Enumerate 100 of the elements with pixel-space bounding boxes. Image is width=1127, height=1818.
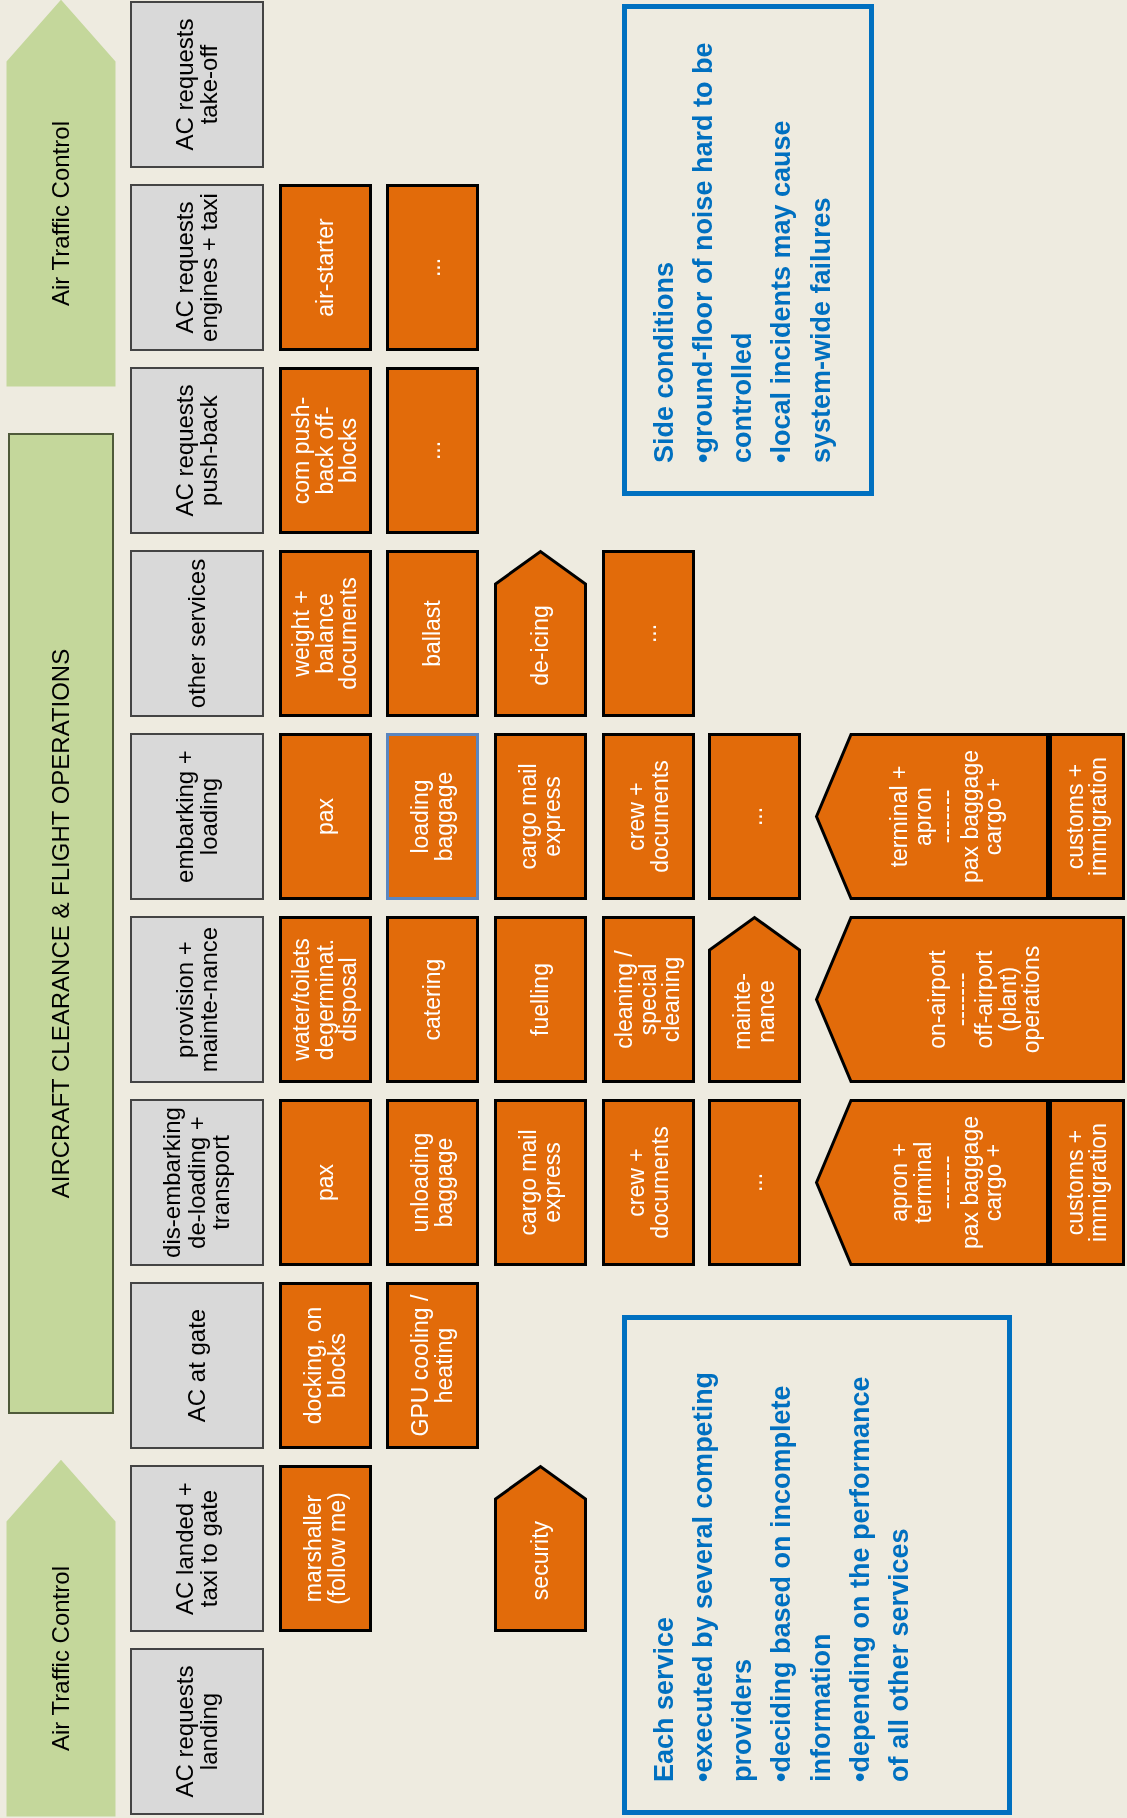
service-box xyxy=(279,916,372,1083)
node-label: marshaller (follow me) xyxy=(302,1491,349,1607)
node-label: crew + documents xyxy=(625,1125,672,1241)
phase-banner xyxy=(8,433,114,1414)
node-label: pax baggage cargo + xyxy=(958,749,1006,885)
service-box xyxy=(386,367,479,534)
node-label: loading baggage xyxy=(409,770,456,864)
service-box xyxy=(708,1099,801,1266)
node-label: security xyxy=(528,1519,553,1603)
node-label: ------- xyxy=(935,789,959,844)
service-box xyxy=(1049,733,1125,900)
service-box xyxy=(386,733,479,900)
phase-header-box xyxy=(130,1465,264,1632)
node-label: pax xyxy=(313,796,338,838)
service-box xyxy=(386,550,479,717)
node-label: AC requests engines + taxi xyxy=(172,192,222,344)
node-label: apron + terminal xyxy=(888,1140,936,1226)
node-label: weight + balance documents xyxy=(290,576,361,692)
service-box xyxy=(279,1099,372,1266)
service-pentagon xyxy=(815,733,1049,900)
service-box xyxy=(386,184,479,351)
node-label: AC at gate xyxy=(184,1307,210,1425)
node-label: cleaning / special cleaning xyxy=(613,949,684,1051)
node-label: terminal + apron xyxy=(888,764,936,870)
service-box xyxy=(386,1282,479,1449)
service-pentagon xyxy=(815,1099,1049,1266)
service-box xyxy=(279,184,372,351)
node-label: mainte-nance xyxy=(731,972,778,1052)
service-box xyxy=(602,550,695,717)
phase-arrow xyxy=(8,1462,114,1815)
service-box xyxy=(494,916,587,1083)
node-label: com push-back off-blocks xyxy=(290,395,361,507)
node-label: other services xyxy=(184,557,210,711)
phase-header-box xyxy=(130,1648,264,1815)
service-pentagon xyxy=(815,916,1125,1083)
node-label: crew + documents xyxy=(625,759,672,875)
phase-header-box xyxy=(130,916,264,1083)
service-box xyxy=(279,1282,372,1449)
node-label: AC landed + taxi to gate xyxy=(172,1481,222,1617)
node-label: customs + immigration xyxy=(1063,1122,1111,1244)
node-label: AC requests landing xyxy=(172,1664,222,1800)
phase-header-box xyxy=(130,733,264,900)
service-box xyxy=(279,550,372,717)
node-label: air-starter xyxy=(313,217,338,319)
node-label: ballast xyxy=(420,599,445,669)
service-box xyxy=(386,1099,479,1266)
note-bullet: •deciding based on incomplete information xyxy=(765,1384,837,1784)
node-label: off-airport (plant) operations xyxy=(973,944,1044,1056)
node-label: AIRCRAFT CLEARANCE & FLIGHT OPERATIONS xyxy=(48,647,74,1201)
service-box xyxy=(602,1099,695,1266)
node-label: Air Traffic Control xyxy=(48,120,74,308)
node-label: ------- xyxy=(949,972,974,1027)
node-label: ... xyxy=(742,1171,767,1195)
node-label: fuelling xyxy=(528,962,553,1038)
node-label: AC requests take-off xyxy=(172,17,222,153)
service-box xyxy=(386,916,479,1083)
service-box xyxy=(494,733,587,900)
service-pentagon xyxy=(708,916,801,1083)
node-label: water/toilets degerminat. disposal xyxy=(290,937,361,1063)
note-heading: Each service xyxy=(648,1615,680,1784)
node-label: dis-embarking de-loading + transport xyxy=(160,1106,234,1260)
node-label: GPU cooling / heating xyxy=(409,1293,456,1439)
service-pentagon xyxy=(494,1465,587,1632)
node-label: customs + immigration xyxy=(1063,756,1111,878)
service-box xyxy=(602,733,695,900)
node-label: de-icing xyxy=(528,604,553,688)
note-bullet: •executed by several competing providers xyxy=(687,1370,759,1784)
node-label: ... xyxy=(420,439,445,463)
service-box xyxy=(279,733,372,900)
node-label: cargo mail express xyxy=(517,1128,564,1238)
phase-header-box xyxy=(130,1282,264,1449)
service-box xyxy=(602,916,695,1083)
node-label: pax xyxy=(313,1162,338,1204)
phase-header-box xyxy=(130,550,264,717)
node-label: pax baggage cargo + xyxy=(958,1115,1006,1251)
phase-header-box xyxy=(130,1099,264,1266)
node-label: ------- xyxy=(935,1154,959,1212)
node-label: embarking + loading xyxy=(172,749,222,885)
note-bullet: •local incidents may cause system-wide failures xyxy=(765,119,837,465)
node-label: AC requests push-back xyxy=(172,383,222,519)
phase-header-box xyxy=(130,184,264,351)
phase-header-box xyxy=(130,367,264,534)
service-box xyxy=(708,733,801,900)
service-box xyxy=(279,1465,372,1632)
note-bullet: •ground-floor of noise hard to be controlled xyxy=(687,41,759,465)
node-label: ... xyxy=(742,805,767,829)
phase-header-box xyxy=(130,1,264,168)
service-box xyxy=(1049,1099,1125,1266)
node-label: catering xyxy=(420,957,445,1043)
note-box xyxy=(622,1315,1012,1815)
node-label: provision + mainte-nance xyxy=(172,925,222,1075)
node-label: ... xyxy=(420,256,445,280)
service-pentagon xyxy=(494,550,587,717)
node-label: on-airport xyxy=(926,949,950,1051)
phase-arrow xyxy=(8,2,114,385)
service-box xyxy=(494,1099,587,1266)
note-heading: Side conditions xyxy=(648,261,680,465)
node-label: unloading baggage xyxy=(409,1131,456,1235)
service-box xyxy=(279,367,372,534)
note-box xyxy=(622,4,874,496)
